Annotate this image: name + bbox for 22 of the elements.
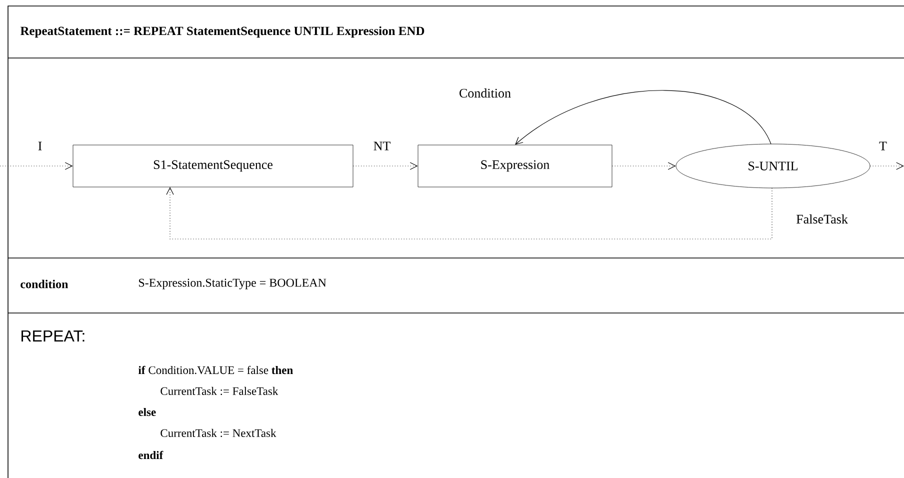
arrow [352, 162, 418, 170]
curved-arrow [515, 90, 772, 145]
process-box: S-Expression [418, 144, 612, 188]
arrow [0, 162, 73, 170]
code-line: endif [138, 450, 164, 460]
arrow [612, 162, 676, 170]
edge-label: Condition [458, 87, 512, 99]
code-line: else [138, 408, 156, 416]
code-line: if Condition.VALUE = false then [138, 366, 293, 374]
condition-text: S-Expression.StaticType = BOOLEAN [139, 278, 326, 290]
code-line: CurrentTask := NextTask [160, 428, 276, 438]
condition-keyword: condition [20, 280, 68, 288]
code-line: CurrentTask := FalseTask [160, 386, 278, 396]
edge-label: NT [372, 140, 392, 152]
heading: RepeatStatement ::= REPEAT StatementSequence UNTIL Expression END [20, 26, 424, 38]
loop-arrow [166, 187, 772, 240]
arrow [870, 162, 904, 170]
edge-label: FalseTask [795, 213, 849, 225]
section-heading: REPEAT: [22, 330, 84, 342]
edge-label: I [36, 140, 44, 152]
edge-label: T [878, 140, 888, 152]
process-box: S1-StatementSequence [72, 144, 354, 188]
